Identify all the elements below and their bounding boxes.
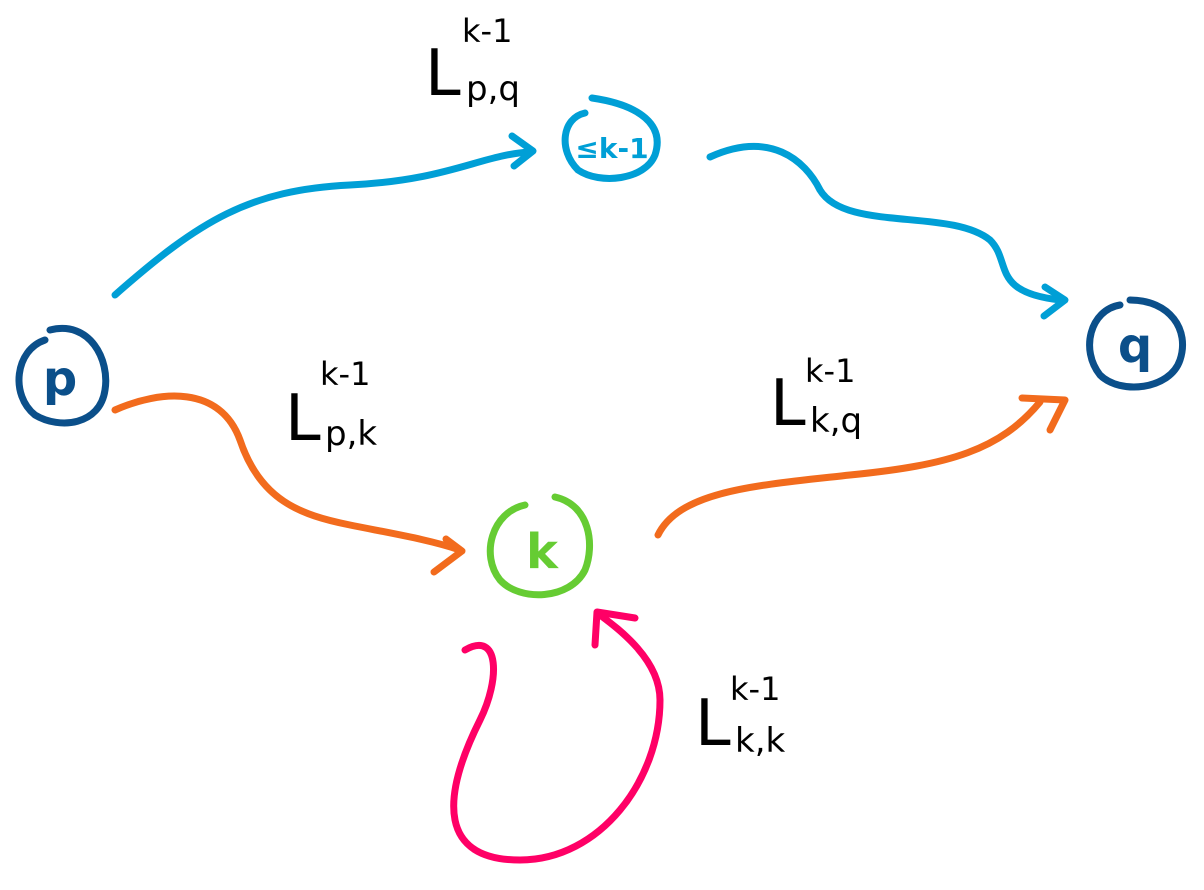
label-L-kk: L k,k k-1 (695, 670, 785, 761)
arrowhead-icon (1018, 394, 1069, 434)
label-base: L (695, 687, 731, 761)
arrowhead-icon (1040, 283, 1069, 320)
node-intermediate: ≤k-1 (561, 94, 661, 182)
node-q-label: q (1118, 318, 1152, 374)
node-q: q (1086, 296, 1187, 391)
label-sup: k-1 (730, 670, 780, 708)
edge-k-to-q (654, 394, 1069, 539)
node-k: k (486, 493, 594, 599)
label-L-pk: L p,k k-1 (285, 355, 377, 456)
arrowhead-icon (430, 535, 466, 576)
label-sub: p,q (466, 69, 520, 109)
node-p-label: p (43, 351, 77, 407)
edge-p-to-k (111, 392, 466, 576)
label-sub: k,k (735, 721, 785, 761)
arrowhead-icon (508, 132, 537, 170)
label-sub: k,q (810, 401, 862, 441)
edge-k-self-loop (450, 608, 664, 864)
label-L-kq: L k,q k-1 (770, 352, 862, 441)
arrowhead-icon (591, 608, 639, 649)
label-base: L (285, 382, 321, 456)
label-sup: k-1 (320, 355, 370, 393)
label-base: L (770, 367, 806, 441)
edge-intermediate-to-q (706, 143, 1069, 320)
node-p: p (15, 324, 110, 427)
edge-p-to-intermediate (111, 132, 537, 299)
node-k-label: k (526, 524, 559, 580)
label-sup: k-1 (462, 12, 512, 50)
node-intermediate-label: ≤k-1 (575, 132, 648, 165)
label-sup: k-1 (805, 352, 855, 390)
label-sub: p,k (325, 414, 377, 454)
label-base: L (425, 37, 461, 111)
label-L-pq: L p,q k-1 (425, 12, 520, 111)
